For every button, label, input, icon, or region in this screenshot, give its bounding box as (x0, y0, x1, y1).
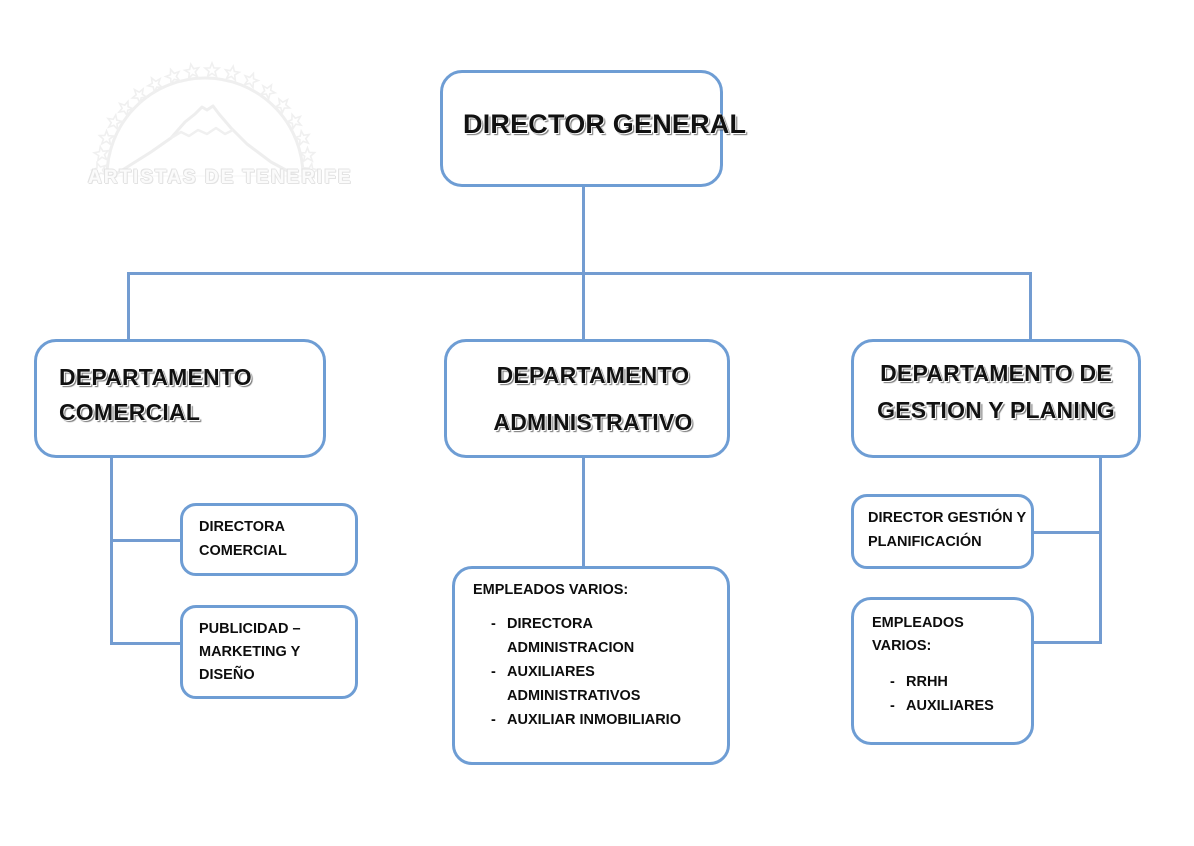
bullet-dash-empty (473, 684, 507, 708)
bullet-text-continued: ADMINISTRACION (507, 640, 635, 656)
node-departamento-gestion-planing[interactable]: DEPARTAMENTO DE GESTION Y PLANING (851, 339, 1141, 458)
connector-bus-horizontal (127, 272, 1032, 275)
node-publicidad-marketing-diseno[interactable]: PUBLICIDAD – MARKETING Y DISEÑO (180, 605, 358, 699)
connector-gestion-spine (1099, 457, 1102, 644)
node-departamento-comercial[interactable]: DEPARTAMENTO COMERCIAL (34, 339, 326, 458)
node-empleados-admin-header: EMPLEADOS VARIOS: (473, 582, 629, 598)
bullet-dash-empty (473, 636, 507, 660)
connector-administrativo-to-empleados (582, 457, 585, 567)
artistas-de-tenerife-logo-text: ARTISTAS DE TENERIFE (88, 167, 353, 188)
list-item: - RRHH (872, 670, 1021, 694)
node-director-general[interactable]: DIRECTOR GENERAL (440, 70, 746, 187)
node-directora-comercial-label-line2: COMERCIAL (199, 543, 287, 559)
bullet-text-continued: ADMINISTRATIVOS (507, 688, 641, 704)
node-departamento-administrativo-label-line1: DEPARTAMENTO (496, 362, 690, 388)
node-publicidad-label-line3: DISEÑO (199, 667, 255, 683)
bullet-text: AUXILIARES (906, 698, 994, 714)
node-directora-comercial[interactable]: DIRECTORA COMERCIAL (180, 503, 358, 576)
connector-bus-to-gestion (1029, 272, 1032, 340)
node-departamento-gestion-planing-label-line2: GESTION Y PLANING (877, 397, 1115, 423)
node-director-gestion-planificacion[interactable]: DIRECTOR GESTIÓN Y PLANIFICACIÓN (851, 494, 1034, 569)
connector-dg-down (582, 186, 585, 274)
list-item: - AUXILIAR INMOBILIARIO (473, 708, 717, 732)
node-departamento-comercial-label-line2: COMERCIAL (59, 399, 201, 425)
bullet-dash: - (491, 616, 496, 632)
bullet-dash: - (890, 698, 895, 714)
node-empleados-gestion-header-line1: EMPLEADOS (872, 615, 964, 631)
connector-comercial-to-directora (110, 539, 182, 542)
node-director-gestion-label-line2: PLANIFICACIÓN (868, 534, 982, 550)
node-departamento-administrativo[interactable]: DEPARTAMENTO ADMINISTRATIVO (444, 339, 730, 458)
connector-bus-to-comercial (127, 272, 130, 340)
list-item: - AUXILIARES (872, 694, 1021, 718)
node-empleados-gestion-header-line2: VARIOS: (872, 638, 932, 654)
bullet-text: AUXILIARES (507, 664, 595, 680)
bullet-dash: - (890, 674, 895, 690)
node-departamento-comercial-label-line1: DEPARTAMENTO (59, 364, 252, 390)
list-item: - AUXILIARES (473, 660, 717, 684)
node-departamento-administrativo-label-line2: ADMINISTRATIVO (493, 409, 693, 435)
bullet-dash: - (491, 664, 496, 680)
node-empleados-varios-gestion[interactable]: EMPLEADOS VARIOS: - RRHH - AUXILIARES (851, 597, 1034, 745)
list-item-continuation: ADMINISTRACION (473, 636, 717, 660)
node-empleados-varios-administrativo[interactable]: EMPLEADOS VARIOS: - DIRECTORA ADMINISTRA… (452, 566, 730, 765)
list-item: - DIRECTORA (473, 612, 717, 636)
list-item-continuation: ADMINISTRATIVOS (473, 684, 717, 708)
node-publicidad-label-line2: MARKETING Y (199, 644, 301, 660)
bullet-dash: - (491, 712, 496, 728)
bullet-text: AUXILIAR INMOBILIARIO (507, 712, 681, 728)
node-departamento-gestion-planing-label-line1: DEPARTAMENTO DE (880, 360, 1112, 386)
connector-gestion-to-empleados (1031, 641, 1102, 644)
connector-gestion-to-director (1034, 531, 1102, 534)
connector-comercial-to-publicidad (110, 642, 182, 645)
bullet-text: DIRECTORA (507, 616, 593, 632)
connector-bus-to-administrativo (582, 272, 585, 340)
node-director-general-label: DIRECTOR GENERAL (463, 109, 747, 139)
node-empleados-gestion-list: - RRHH - AUXILIARES (872, 670, 1021, 718)
node-empleados-admin-list: - DIRECTORA ADMINISTRACION - AUXILIARES … (473, 612, 717, 732)
bullet-text: RRHH (906, 674, 948, 690)
node-directora-comercial-label-line1: DIRECTORA (199, 519, 285, 535)
connector-comercial-spine (110, 457, 113, 645)
node-publicidad-label-line1: PUBLICIDAD – (199, 621, 301, 637)
node-director-gestion-label-line1: DIRECTOR GESTIÓN Y (868, 510, 1027, 526)
